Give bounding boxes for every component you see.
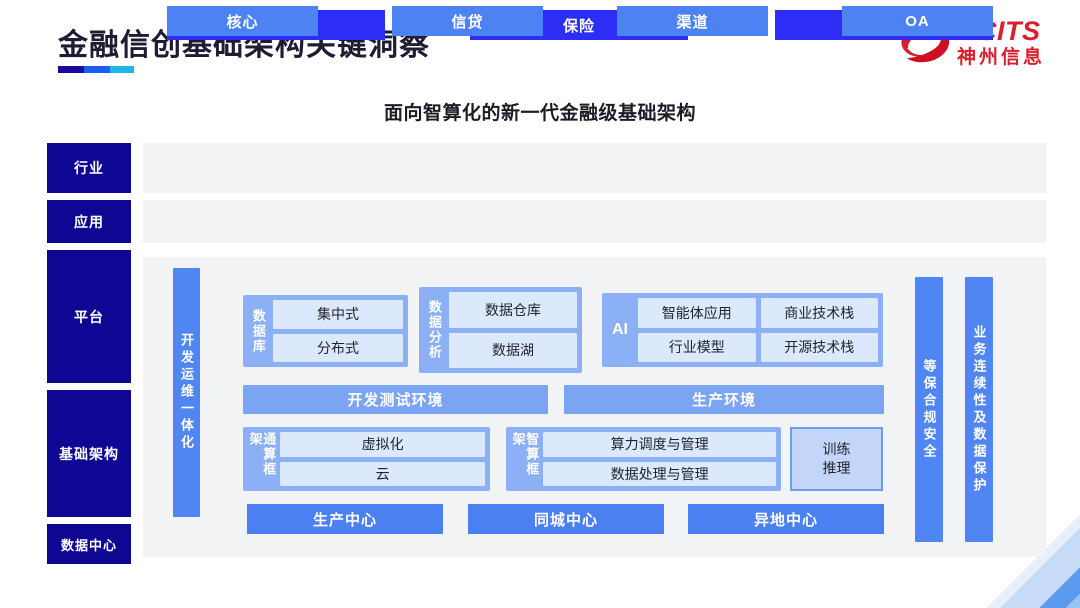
intelligent-compute-group-items: 算力调度与管理 数据处理与管理 xyxy=(543,432,776,486)
rule-segment-1 xyxy=(58,66,84,73)
ai-commercial-stack[interactable]: 商业技术栈 xyxy=(760,298,878,328)
ai-group: AI 智能体应用 商业技术栈 行业模型 开源技术栈 xyxy=(602,293,883,367)
rail-item-application[interactable]: 应用 xyxy=(47,200,131,243)
business-continuity-vertical-rail[interactable]: 业务连续性及数据保护 xyxy=(965,277,993,542)
env-dev-test[interactable]: 开发测试环境 xyxy=(243,385,548,414)
inference-label: 推理 xyxy=(822,460,851,476)
compute-scheduling-management[interactable]: 算力调度与管理 xyxy=(543,432,776,457)
general-compute-group: 通算框架 虚拟化 云 xyxy=(243,427,490,491)
layer-rail: 行业 应用 平台 基础架构 数据中心 xyxy=(47,143,131,571)
virtualization[interactable]: 虚拟化 xyxy=(280,432,485,457)
rail-item-datacenter[interactable]: 数据中心 xyxy=(47,524,131,564)
database-centralized[interactable]: 集中式 xyxy=(273,300,403,329)
industry-band xyxy=(143,143,1046,193)
logo-text-cn: 神州信息 xyxy=(956,47,1045,68)
ai-agent-application[interactable]: 智能体应用 xyxy=(638,298,756,328)
general-compute-group-label: 通算框架 xyxy=(247,432,277,477)
rail-item-industry[interactable]: 行业 xyxy=(47,143,131,193)
ai-group-items: 智能体应用 商业技术栈 行业模型 开源技术栈 xyxy=(638,298,878,362)
data-analysis-group-items: 数据仓库 数据湖 xyxy=(449,292,577,368)
application-credit[interactable]: 信贷 xyxy=(392,6,543,36)
datacenter-remote[interactable]: 异地中心 xyxy=(688,504,884,534)
datacenter-production[interactable]: 生产中心 xyxy=(247,504,443,534)
intelligent-compute-group: 智算框架 算力调度与管理 数据处理与管理 xyxy=(506,427,781,491)
application-oa[interactable]: OA xyxy=(842,6,993,36)
ai-industry-model[interactable]: 行业模型 xyxy=(638,332,756,362)
title-underline-rule xyxy=(58,66,134,73)
train-inference-box[interactable]: 训练 推理 xyxy=(790,427,883,491)
rail-item-infrastructure[interactable]: 基础架构 xyxy=(47,390,131,517)
stripe-2 xyxy=(821,554,1080,608)
stripe-1 xyxy=(814,589,1080,608)
intelligent-compute-group-label: 智算框架 xyxy=(510,432,540,477)
env-production[interactable]: 生产环境 xyxy=(564,385,884,414)
ai-opensource-stack[interactable]: 开源技术栈 xyxy=(760,332,878,362)
data-processing-management[interactable]: 数据处理与管理 xyxy=(543,461,776,486)
data-analysis-group-label: 数据分析 xyxy=(426,300,442,360)
application-band xyxy=(143,200,1046,243)
datacenter-metro[interactable]: 同城中心 xyxy=(468,504,664,534)
data-warehouse[interactable]: 数据仓库 xyxy=(449,292,577,328)
database-group-items: 集中式 分布式 xyxy=(273,300,403,362)
general-compute-group-items: 虚拟化 云 xyxy=(280,432,485,486)
database-distributed[interactable]: 分布式 xyxy=(273,333,403,362)
application-channel[interactable]: 渠道 xyxy=(617,6,768,36)
train-label: 训练 xyxy=(822,441,851,458)
cloud[interactable]: 云 xyxy=(280,461,485,486)
rail-item-platform[interactable]: 平台 xyxy=(47,250,131,383)
ai-group-label: AI xyxy=(612,320,628,338)
rule-segment-3 xyxy=(110,66,134,73)
rule-segment-2 xyxy=(84,66,110,73)
data-lake[interactable]: 数据湖 xyxy=(449,332,577,368)
compliance-security-vertical-rail[interactable]: 等保合规安全 xyxy=(915,277,943,542)
data-analysis-group: 数据分析 数据仓库 数据湖 xyxy=(419,287,582,373)
diagram-subtitle: 面向智算化的新一代金融级基础架构 xyxy=(383,103,696,124)
database-group: 数据库 集中式 分布式 xyxy=(243,295,408,367)
database-group-label: 数据库 xyxy=(250,308,266,354)
devops-vertical-rail[interactable]: 开发运维一体化 xyxy=(173,268,200,517)
application-core[interactable]: 核心 xyxy=(167,6,318,36)
